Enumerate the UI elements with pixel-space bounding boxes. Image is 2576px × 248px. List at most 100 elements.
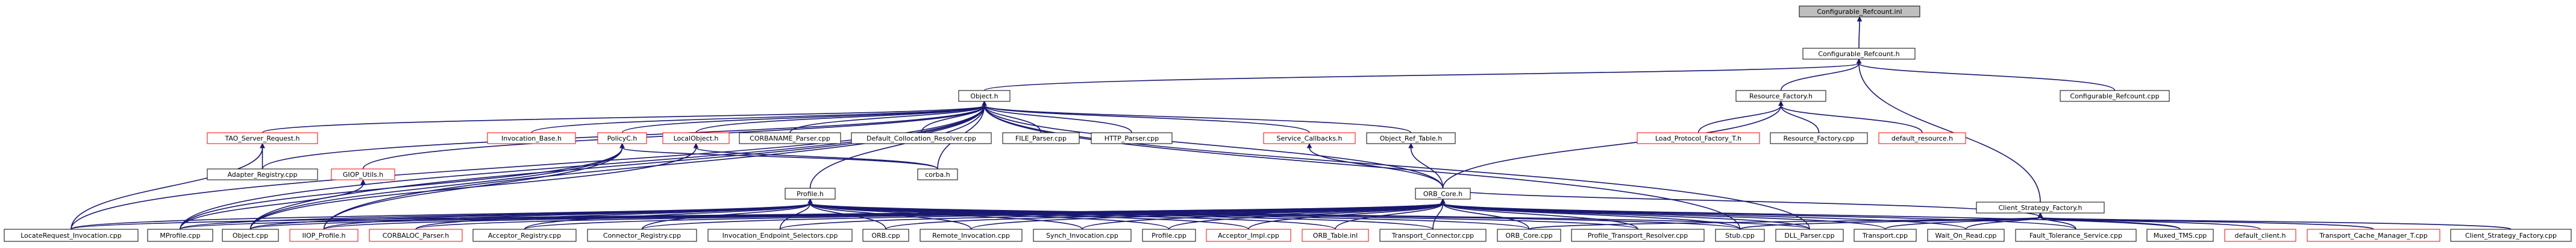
node-dll-parser-cpp[interactable]: DLL_Parser.cpp bbox=[1775, 229, 1844, 242]
edge-file_parser_cpp-to-object_h bbox=[983, 105, 1042, 133]
node-default-client-h[interactable]: default_client.h bbox=[2224, 229, 2296, 242]
edge-synch_invocation_cpp-to-orb_core_h bbox=[1082, 203, 1444, 230]
node-acceptor-registry-cpp[interactable]: Acceptor_Registry.cpp bbox=[472, 229, 577, 242]
node-box bbox=[1854, 229, 1917, 242]
node-box bbox=[2450, 229, 2572, 242]
node-fault-tolerance-service-cpp[interactable]: Fault_Tolerance_Service.cpp bbox=[2015, 229, 2137, 242]
node-cr-cpp[interactable]: Configurable_Refcount.cpp bbox=[2060, 90, 2170, 102]
node-client-strategy-factory-cpp[interactable]: Client_Strategy_Factory.cpp bbox=[2450, 229, 2572, 242]
node-orb-core-h[interactable]: ORB_Core.h bbox=[1415, 188, 1471, 200]
node-resource-factory-h[interactable]: Resource_Factory.h bbox=[1735, 90, 1826, 102]
node-localrequest-invocation-cpp[interactable]: LocateRequest_Invocation.cpp bbox=[4, 229, 139, 242]
node-wait-on-read-cpp[interactable]: Wait_On_Read.cpp bbox=[1927, 229, 2005, 242]
node-default-resource-h[interactable]: default_resource.h bbox=[1878, 132, 1966, 144]
node-box bbox=[862, 229, 909, 242]
edge-acceptor_impl_cpp-to-orb_core_h bbox=[1248, 203, 1444, 230]
node-iiop-profile-h[interactable]: IIOP_Profile.h bbox=[289, 229, 359, 242]
node-giop-utils-h[interactable]: GIOP_Utils.h bbox=[331, 168, 395, 180]
node-label: Object.cpp bbox=[233, 232, 268, 240]
node-transport-connector-cpp[interactable]: Transport_Connector.cpp bbox=[1379, 229, 1487, 242]
node-profile-h[interactable]: Profile.h bbox=[785, 188, 836, 200]
node-label: Configurable_Refcount.cpp bbox=[2070, 92, 2159, 100]
node-object-cpp[interactable]: Object.cpp bbox=[222, 229, 279, 242]
node-tao-server-request-h[interactable]: TAO_Server_Request.h bbox=[207, 132, 318, 144]
node-label: Adapter_Registry.cpp bbox=[227, 171, 297, 179]
node-label: Muxed_TMS.cpp bbox=[2154, 232, 2207, 240]
node-label: Profile.h bbox=[797, 190, 824, 198]
edge-profile_h-to-object_h bbox=[809, 105, 985, 189]
node-box bbox=[222, 229, 279, 242]
node-profile-transport-resolver-cpp[interactable]: Profile_Transport_Resolver.cpp bbox=[1571, 229, 1705, 242]
edge-profile_cpp-to-orb_core_h bbox=[1168, 203, 1444, 230]
node-label: Transport_Cache_Manager_T.cpp bbox=[2319, 232, 2427, 240]
node-orb-core-cpp[interactable]: ORB_Core.cpp bbox=[1497, 229, 1561, 242]
node-label: Fault_Tolerance_Service.cpp bbox=[2029, 232, 2122, 240]
node-object-h[interactable]: Object.h bbox=[958, 90, 1011, 102]
node-corbaname-parser-cpp[interactable]: CORBANAME_Parser.cpp bbox=[739, 132, 841, 144]
node-default-collocation-resolver-cpp[interactable]: Default_Collocation_Resolver.cpp bbox=[851, 132, 992, 144]
node-label: Wait_On_Read.cpp bbox=[1935, 232, 1996, 240]
node-invocation-endpoint-selectors-cpp[interactable]: Invocation_Endpoint_Selectors.cpp bbox=[707, 229, 853, 242]
node-connector-registry-cpp[interactable]: Connector_Registry.cpp bbox=[587, 229, 697, 242]
node-stub-cpp[interactable]: Stub.cpp bbox=[1715, 229, 1765, 242]
node-label: Client_Strategy_Factory.cpp bbox=[2465, 232, 2557, 240]
arrowhead-muxed_tms_cpp-to-orb_core_h bbox=[1440, 198, 1446, 204]
node-box bbox=[1799, 5, 1920, 17]
node-policy-h[interactable]: PolicyC.h bbox=[597, 132, 647, 144]
node-service-callbacks-h[interactable]: Service_Callbacks.h bbox=[1263, 132, 1356, 144]
edge-corba_h-to-localobject_h bbox=[695, 147, 938, 170]
node-profile-cpp[interactable]: Profile.cpp bbox=[1142, 229, 1196, 242]
node-box bbox=[1497, 229, 1561, 242]
node-cr-inl[interactable]: Configurable_Refcount.inl bbox=[1799, 5, 1920, 17]
node-orb-table-inl[interactable]: ORB_Table.inl bbox=[1302, 229, 1369, 242]
node-cr-h[interactable]: Configurable_Refcount.h bbox=[1802, 48, 1916, 60]
node-orb-cpp[interactable]: ORB.cpp bbox=[862, 229, 909, 242]
node-label: Object_Ref_Table.h bbox=[1380, 135, 1443, 142]
node-muxed-tms-cpp[interactable]: Muxed_TMS.cpp bbox=[2146, 229, 2214, 242]
node-acceptor-impl-cpp[interactable]: Acceptor_Impl.cpp bbox=[1206, 229, 1291, 242]
node-label: default_client.h bbox=[2235, 232, 2286, 240]
edge-policy_h-to-object_h bbox=[621, 105, 985, 133]
node-load-protocol-factory-t-h[interactable]: Load_Protocol_Factory_T.h bbox=[1637, 132, 1760, 144]
node-synch-invocation-cpp[interactable]: Synch_Invocation.cpp bbox=[1033, 229, 1132, 242]
edge-corba_h-to-policy_h bbox=[621, 147, 938, 170]
node-box bbox=[1033, 229, 1132, 242]
edge-localrequest_invocation_cpp-to-object_h bbox=[71, 105, 985, 230]
node-corba-h[interactable]: corba.h bbox=[917, 168, 958, 180]
node-label: Client_Strategy_Factory.h bbox=[1998, 204, 2082, 212]
edges-layer bbox=[71, 16, 2512, 230]
node-adapter-registry-cpp[interactable]: Adapter_Registry.cpp bbox=[207, 168, 318, 180]
node-corbaloc-parser-h[interactable]: CORBALOC_Parser.h bbox=[369, 229, 463, 242]
node-invocation-base-h[interactable]: Invocation_Base.h bbox=[487, 132, 576, 144]
node-transport-cpp[interactable]: Transport.cpp bbox=[1854, 229, 1917, 242]
edge-object_ref_table_h-to-object_h bbox=[983, 105, 1412, 133]
edge-resource_factory_cpp-to-resource_factory_h bbox=[1780, 105, 1820, 133]
node-label: GIOP_Utils.h bbox=[343, 171, 383, 179]
node-label: ORB.cpp bbox=[871, 232, 900, 240]
node-box bbox=[1571, 229, 1705, 242]
node-box bbox=[1637, 132, 1760, 144]
node-label: PolicyC.h bbox=[607, 135, 638, 142]
node-label: Profile.cpp bbox=[1152, 232, 1186, 240]
node-label: Service_Callbacks.h bbox=[1276, 135, 1342, 142]
node-http-parser-cpp[interactable]: HTTP_Parser.cpp bbox=[1091, 132, 1173, 144]
node-label: Resource_Factory.h bbox=[1749, 92, 1813, 100]
edge-client_strategy_factory_h-to-cr_h bbox=[1858, 63, 2041, 203]
edge-default_resource_h-to-resource_factory_h bbox=[1780, 105, 1923, 133]
arrowhead-mprofile_cpp-to-giop_utils_h bbox=[360, 179, 366, 185]
node-client-strategy-factory-h[interactable]: Client_Strategy_Factory.h bbox=[1976, 202, 2105, 214]
node-localobject-h[interactable]: LocalObject.h bbox=[662, 132, 730, 144]
node-label: Transport.cpp bbox=[1862, 232, 1908, 240]
node-label: ORB_Core.h bbox=[1423, 190, 1462, 198]
node-mprofile-cpp[interactable]: MProfile.cpp bbox=[147, 229, 213, 242]
node-box bbox=[1976, 202, 2105, 214]
node-box bbox=[920, 229, 1023, 242]
node-transport-cache-manager-t-cpp[interactable]: Transport_Cache_Manager_T.cpp bbox=[2307, 229, 2440, 242]
node-resource-factory-cpp[interactable]: Resource_Factory.cpp bbox=[1770, 132, 1868, 144]
node-remote-invocation-cpp[interactable]: Remote_Invocation.cpp bbox=[920, 229, 1023, 242]
node-label: DLL_Parser.cpp bbox=[1784, 232, 1834, 240]
node-file-parser-cpp[interactable]: FILE_Parser.cpp bbox=[1002, 132, 1080, 144]
node-object-ref-table-h[interactable]: Object_Ref_Table.h bbox=[1366, 132, 1456, 144]
edge-remote_invocation_cpp-to-orb_core_h bbox=[970, 203, 1444, 230]
node-box bbox=[289, 229, 359, 242]
